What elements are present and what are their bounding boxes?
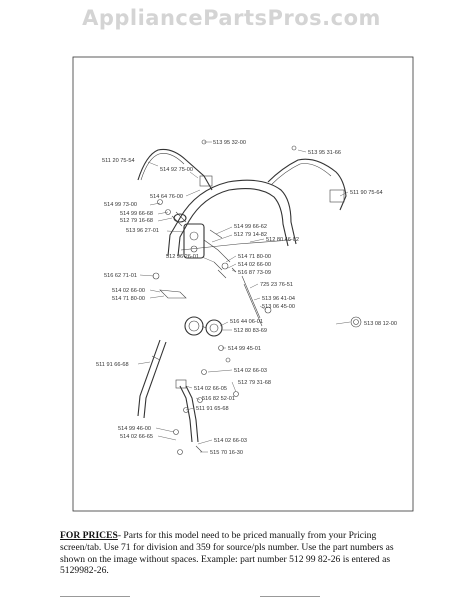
part-label: 516 44 06-01: [230, 319, 263, 325]
part-label: 514 99 66-68: [120, 211, 153, 217]
footer-rule-left: [60, 596, 130, 597]
diagram-frame: [72, 56, 414, 512]
part-label: 511 20 75-54: [102, 158, 135, 164]
part-label: 513 96 41-04: [262, 296, 295, 302]
part-label: 514 99 45-01: [228, 346, 261, 352]
footer-rule-right: [260, 596, 320, 597]
right-grip-part: [267, 158, 347, 211]
part-label: 514 64 76-00: [150, 194, 183, 200]
part-label: 725 23 76-51: [260, 282, 293, 288]
part-label: 516 82 52-01: [202, 396, 235, 402]
pricing-note-heading: FOR PRICES: [60, 530, 118, 541]
part-label: 514 02 66-03: [214, 438, 247, 444]
lower-left-bar-part: [137, 339, 167, 419]
leader-lines: [137, 141, 351, 453]
part-label: 513 95 31-66: [308, 150, 341, 156]
part-label: 512 96 26-01: [166, 254, 199, 260]
part-label: 514 02 66-05: [194, 386, 227, 392]
part-label: 516 87 73-09: [238, 270, 271, 276]
part-label: 514 99 66-62: [234, 224, 267, 230]
part-label: 513 08 12-00: [364, 321, 397, 327]
part-label: 512 80 83-69: [234, 328, 267, 334]
part-label: 512 79 16-68: [120, 218, 153, 224]
part-label: 514 02 66-03: [234, 368, 267, 374]
left-grip-part: [137, 148, 213, 191]
part-label: 512 79 14-82: [234, 232, 267, 238]
knob-assembly-part: [184, 316, 223, 337]
part-label: 514 02 66-00: [238, 262, 271, 268]
fasteners-part: [152, 139, 362, 455]
pricing-note: FOR PRICES- Parts for this model need to…: [60, 530, 410, 577]
part-label: 513 96 27-01: [126, 228, 159, 234]
part-label: 514 71 80-00: [112, 296, 145, 302]
pricing-note-text: - Parts for this model need to be priced…: [60, 530, 394, 577]
upper-handle-part: [167, 179, 297, 257]
part-label: 511 90 75-64: [350, 190, 383, 196]
part-label: 516 62 71-01: [104, 273, 137, 279]
part-label: 514 02 66-00: [112, 288, 145, 294]
watermark: AppliancePartsPros.com: [82, 6, 381, 30]
part-label: 512 80 46-02: [266, 237, 299, 243]
part-label: 513 95 32-00: [213, 140, 246, 146]
part-labels: 513 95 32-00 511 20 75-54 514 92 75-00 5…: [96, 140, 397, 456]
part-label: 515 70 16-30: [210, 450, 243, 456]
middle-bolt-part: [213, 261, 263, 327]
part-label: 512 79 31-68: [238, 380, 271, 386]
lower-bracket-part: [175, 379, 203, 453]
part-label: 511 91 66-68: [96, 362, 129, 368]
part-label: 511 91 65-68: [196, 406, 229, 412]
part-label: 514 92 75-00: [160, 167, 193, 173]
part-label: 514 99 46-00: [118, 426, 151, 432]
part-label: 513 06 45-00: [262, 304, 295, 310]
part-label: 514 02 66-65: [120, 434, 153, 440]
part-label: 514 99 73-00: [104, 202, 137, 208]
part-label: 514 71 80-00: [238, 254, 271, 260]
